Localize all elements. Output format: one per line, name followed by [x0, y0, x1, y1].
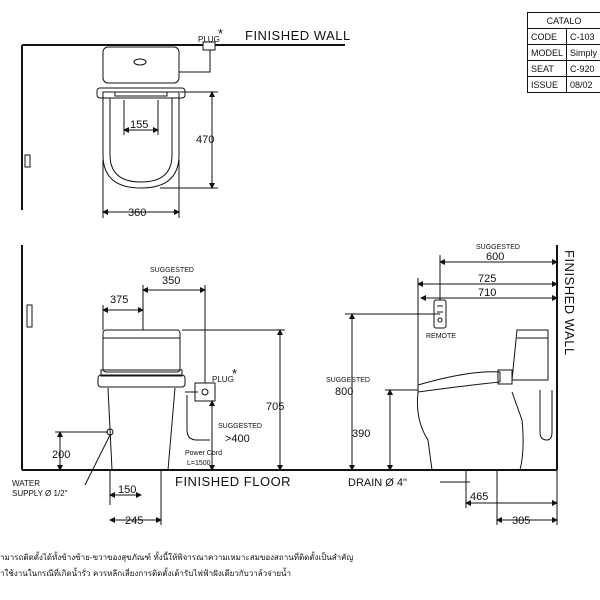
catalog-table: CATALO CODE C-103 MODEL Simply SEAT C-92…	[526, 12, 600, 93]
top-plug-asterisk: *	[218, 26, 224, 41]
top-dim-155: 155	[130, 119, 148, 131]
side-view	[345, 245, 558, 525]
note-line-2: าใช้งานในกรณีที่เกิดน้ำรั่ว ควรหลีกเลี่ย…	[0, 567, 291, 578]
side-suggested-800-label: SUGGESTED	[326, 377, 370, 384]
catalog-key: ISSUE	[526, 76, 568, 93]
front-water-leader	[84, 434, 111, 486]
catalog-key: SEAT	[526, 60, 568, 77]
front-seat-hinge	[100, 369, 183, 377]
front-view	[21, 245, 285, 525]
side-dim-465: 465	[470, 491, 488, 503]
front-dim-375: 375	[110, 294, 128, 306]
front-plug-label: PLUG	[212, 375, 234, 384]
front-plug-asterisk: *	[232, 366, 238, 381]
top-seat-hinge	[96, 87, 186, 99]
top-plug-box	[202, 41, 216, 51]
side-dim-725: 725	[478, 273, 496, 285]
front-suggested-400-label: SUGGESTED	[218, 423, 262, 430]
front-power-cord-label: Power Cord	[185, 450, 222, 457]
top-wall-label: FINISHED WALL	[245, 28, 351, 43]
catalog-value: 08/02	[566, 76, 600, 93]
catalog-title-row: CATALO	[526, 12, 600, 29]
top-seat-hinge-inner	[114, 91, 168, 97]
catalog-row: MODEL Simply	[526, 44, 600, 61]
top-left-wall-socket	[24, 154, 31, 168]
side-seat-hinge	[497, 369, 513, 385]
side-suggested-label: SUGGESTED	[476, 244, 520, 251]
catalog-title: CATALO	[526, 12, 600, 29]
front-bowl	[107, 387, 176, 471]
top-seat-outline	[102, 91, 180, 189]
side-dim-800: 800	[335, 386, 353, 398]
top-tank	[102, 46, 180, 84]
side-dim-305: 305	[512, 515, 530, 527]
catalog-key: MODEL	[526, 44, 568, 61]
catalog-row: ISSUE 08/02	[526, 76, 600, 93]
front-left-wall-socket	[26, 304, 33, 328]
side-dim-710: 710	[478, 287, 496, 299]
front-dim-350: 350	[162, 275, 180, 287]
front-seat	[97, 374, 186, 388]
side-bowl	[417, 391, 524, 471]
side-remote-label: REMOTE	[426, 333, 456, 340]
front-floor-label: FINISHED FLOOR	[175, 474, 291, 489]
front-suggested-label: SUGGESTED	[150, 267, 194, 274]
top-view	[21, 41, 345, 218]
note-line-1: ามารถติดตั้งได้ทั้งข้างซ้าย-ขวาของสุขภัณ…	[0, 551, 353, 562]
top-dim-470: 470	[196, 134, 214, 146]
top-plug-label: PLUG	[198, 35, 220, 44]
front-dim-400: >400	[225, 433, 250, 445]
side-trap-pipe	[539, 390, 553, 441]
front-plug-socket	[201, 388, 209, 396]
front-dim-705: 705	[266, 401, 284, 413]
top-dim-360: 360	[128, 207, 146, 219]
side-remote-button-3	[437, 317, 443, 323]
side-tank	[511, 329, 549, 381]
side-dim-600: 600	[486, 251, 504, 263]
front-power-cord-length: L=1500	[187, 460, 211, 467]
catalog-key: CODE	[526, 28, 568, 45]
front-tank	[102, 329, 181, 373]
front-water-label: WATER	[12, 479, 40, 488]
front-dim-150: 150	[118, 484, 136, 496]
front-power-cord	[186, 395, 210, 441]
catalog-value: C-920	[566, 60, 600, 77]
side-drain-label: DRAIN Ø 4"	[348, 477, 407, 489]
catalog-row: CODE C-103	[526, 28, 600, 45]
front-dim-200: 200	[52, 449, 70, 461]
catalog-row: SEAT C-920	[526, 60, 600, 77]
top-plug-cable	[179, 50, 211, 73]
catalog-value: C-103	[566, 28, 600, 45]
side-wall-label: FINISHED WALL	[562, 250, 577, 356]
front-dim-245: 245	[125, 515, 143, 527]
side-dim-390: 390	[352, 428, 370, 440]
catalog-value: Simply	[566, 44, 600, 61]
top-flush-button	[133, 58, 147, 66]
front-water-size: SUPPLY Ø 1/2"	[12, 489, 68, 498]
side-seat-lid	[417, 371, 501, 393]
top-seat-lid	[109, 97, 173, 183]
